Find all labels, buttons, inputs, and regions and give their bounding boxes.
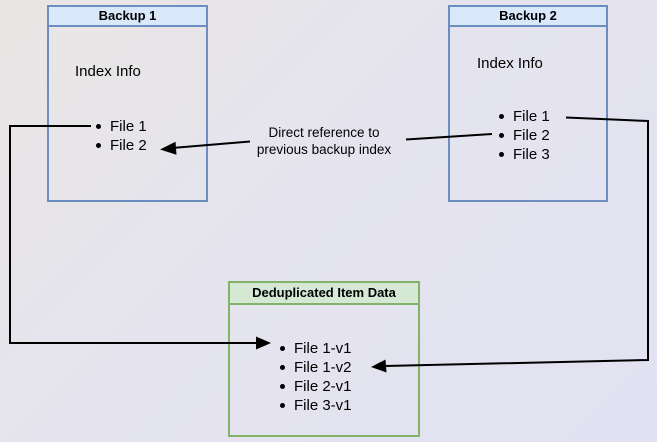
file-label: File 2	[110, 137, 147, 154]
bullet-icon	[280, 384, 285, 389]
list-item: File 3-v1	[280, 396, 352, 415]
list-item: File 2	[96, 136, 147, 155]
dedup-store-box: Deduplicated Item Data File 1-v1 File 1-…	[228, 281, 420, 437]
backup2-title: Backup 2	[450, 7, 606, 27]
backup1-box: Backup 1 Index Info File 1 File 2	[47, 5, 208, 202]
bullet-icon	[499, 114, 504, 119]
bullet-icon	[280, 346, 285, 351]
list-item: File 1	[96, 117, 147, 136]
backup2-index-info-label: Index Info	[477, 55, 543, 72]
file-label: File 3	[513, 146, 550, 163]
list-item: File 3	[499, 145, 550, 164]
list-item: File 2	[499, 126, 550, 145]
bullet-icon	[499, 133, 504, 138]
item-label: File 1-v2	[294, 359, 352, 376]
list-item: File 1-v2	[280, 358, 352, 377]
direct-reference-label: Direct reference to previous backup inde…	[243, 124, 405, 158]
file-label: File 2	[513, 127, 550, 144]
item-label: File 1-v1	[294, 340, 352, 357]
list-item: File 1	[499, 107, 550, 126]
backup1-title: Backup 1	[49, 7, 206, 27]
backup1-file-list: File 1 File 2	[96, 117, 147, 155]
bullet-icon	[499, 152, 504, 157]
direct-reference-label-line2: previous backup index	[256, 142, 392, 157]
file-label: File 1	[513, 108, 550, 125]
direct-reference-label-line1: Direct reference to	[268, 125, 380, 140]
item-label: File 2-v1	[294, 378, 352, 395]
item-label: File 3-v1	[294, 397, 352, 414]
dedup-store-title: Deduplicated Item Data	[230, 283, 418, 305]
bullet-icon	[96, 143, 101, 148]
list-item: File 1-v1	[280, 339, 352, 358]
bullet-icon	[96, 124, 101, 129]
list-item: File 2-v1	[280, 377, 352, 396]
backup1-index-info-label: Index Info	[75, 63, 141, 80]
bullet-icon	[280, 403, 285, 408]
bullet-icon	[280, 365, 285, 370]
backup2-box: Backup 2 Index Info File 1 File 2 File 3	[448, 5, 608, 202]
backup2-file-list: File 1 File 2 File 3	[499, 107, 550, 164]
file-label: File 1	[110, 118, 147, 135]
dedup-item-list: File 1-v1 File 1-v2 File 2-v1 File 3-v1	[280, 339, 352, 415]
